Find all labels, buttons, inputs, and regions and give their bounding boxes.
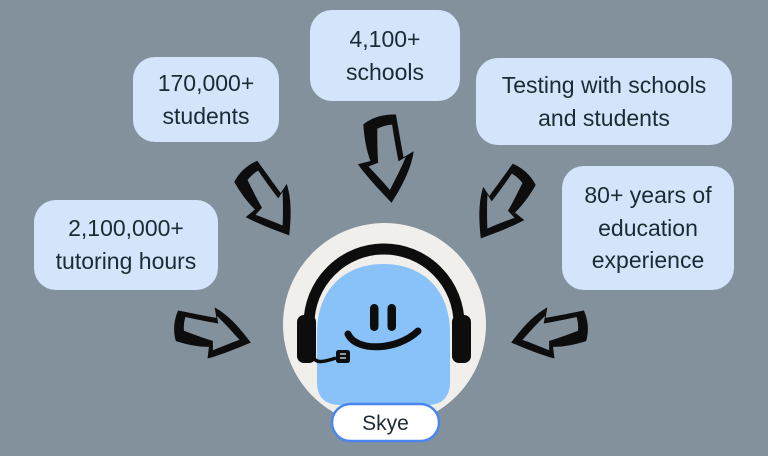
arrow-from-education-experience-icon bbox=[495, 289, 603, 375]
skye-eye-right bbox=[387, 304, 396, 331]
stat-bubble-education-experience: 80+ years of education experience bbox=[562, 166, 734, 290]
doodle-arrow-icon bbox=[479, 163, 536, 239]
doodle-arrow-icon bbox=[511, 307, 588, 359]
stat-bubble-testing: Testing with schools and students bbox=[476, 58, 732, 145]
arrow-from-tutoring-hours-icon bbox=[159, 289, 267, 375]
arrow-from-schools-icon bbox=[349, 105, 424, 214]
stat-bubble-tutoring-hours: 2,100,000+ tutoring hours bbox=[34, 200, 218, 290]
doodle-arrow-icon bbox=[357, 114, 414, 203]
microphone-grille-icon bbox=[340, 353, 346, 359]
skye-smile-icon bbox=[344, 327, 422, 351]
doodle-arrow-icon bbox=[174, 307, 251, 359]
skye-name-label: Skye bbox=[362, 412, 409, 435]
stat-bubble-students: 170,000+ students bbox=[133, 57, 279, 142]
headset-band-icon bbox=[303, 243, 465, 325]
skye-eye-left bbox=[370, 304, 379, 331]
arrow-from-students-icon bbox=[217, 144, 319, 259]
doodle-arrow-icon bbox=[234, 160, 291, 236]
skye-body bbox=[317, 264, 450, 405]
headset-earcup-left-icon bbox=[297, 315, 316, 363]
skye-name-pill bbox=[330, 402, 441, 443]
microphone-icon bbox=[336, 350, 350, 363]
headset-earcup-right-icon bbox=[452, 315, 471, 363]
skye-mascot: Skye bbox=[283, 223, 486, 443]
arrow-from-testing-icon bbox=[451, 147, 553, 262]
mic-boom-icon bbox=[312, 351, 337, 364]
stat-bubble-schools: 4,100+ schools bbox=[310, 10, 460, 101]
